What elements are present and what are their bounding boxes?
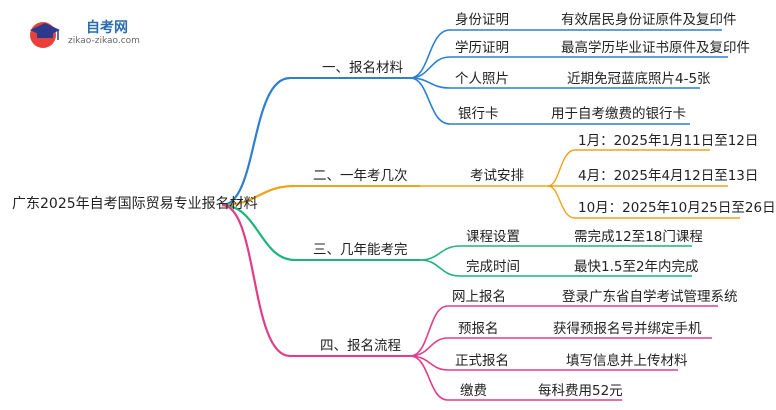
item-label[interactable]: 正式报名 bbox=[455, 353, 509, 369]
item-label[interactable]: 个人照片 bbox=[455, 71, 509, 87]
item-detail: 近期免冠蓝底照片4-5张 bbox=[567, 71, 711, 87]
item-label[interactable]: 预报名 bbox=[458, 321, 499, 337]
item-detail: 10月：2025年10月25日至26日 bbox=[578, 200, 776, 216]
edge-root-branch-1 bbox=[221, 76, 291, 207]
item-detail: 需完成12至18门课程 bbox=[574, 229, 703, 245]
item-detail: 最高学历毕业证书原件及复印件 bbox=[561, 40, 750, 56]
item-detail: 有效居民身份证原件及复印件 bbox=[561, 12, 737, 28]
item-label[interactable]: 考试安排 bbox=[470, 168, 524, 184]
mindmap-edges bbox=[221, 29, 740, 401]
item-label[interactable]: 缴费 bbox=[460, 383, 487, 399]
item-label[interactable]: 完成时间 bbox=[466, 259, 520, 275]
branch-1-label[interactable]: 一、报名材料 bbox=[322, 60, 403, 76]
logo-name: 自考网 bbox=[86, 20, 128, 36]
item-detail: 登录广东省自学考试管理系统 bbox=[562, 289, 738, 305]
item-detail: 每科费用52元 bbox=[538, 383, 623, 399]
item-detail: 1月：2025年1月11日至12日 bbox=[578, 133, 759, 149]
graduation-cap-icon bbox=[30, 22, 60, 48]
item-label[interactable]: 网上报名 bbox=[452, 289, 506, 305]
item-detail: 填写信息并上传材料 bbox=[566, 353, 688, 369]
site-logo[interactable]: 自考网 zikao-zikao.com bbox=[28, 14, 168, 54]
item-label[interactable]: 课程设置 bbox=[466, 229, 520, 245]
item-label[interactable]: 身份证明 bbox=[455, 12, 509, 28]
edge-root-branch-3 bbox=[221, 203, 296, 262]
logo-url: zikao-zikao.com bbox=[68, 36, 140, 46]
item-label[interactable]: 银行卡 bbox=[458, 106, 499, 122]
branch-2-label[interactable]: 二、一年考几次 bbox=[313, 168, 408, 184]
item-detail: 4月：2025年4月12日至13日 bbox=[578, 168, 759, 184]
item-detail: 最快1.5至2年内完成 bbox=[574, 259, 699, 275]
root-node[interactable]: 广东2025年自考国际贸易专业报名材料 bbox=[12, 196, 258, 212]
edge-root-branch-2 bbox=[221, 184, 296, 207]
item-detail: 用于自考缴费的银行卡 bbox=[551, 106, 686, 122]
item-label[interactable]: 学历证明 bbox=[455, 40, 509, 56]
item-detail: 获得预报名号并绑定手机 bbox=[553, 321, 702, 337]
edge-root-branch-4 bbox=[221, 203, 291, 358]
branch-3-label[interactable]: 三、几年能考完 bbox=[313, 242, 408, 258]
branch-4-label[interactable]: 四、报名流程 bbox=[320, 338, 401, 354]
